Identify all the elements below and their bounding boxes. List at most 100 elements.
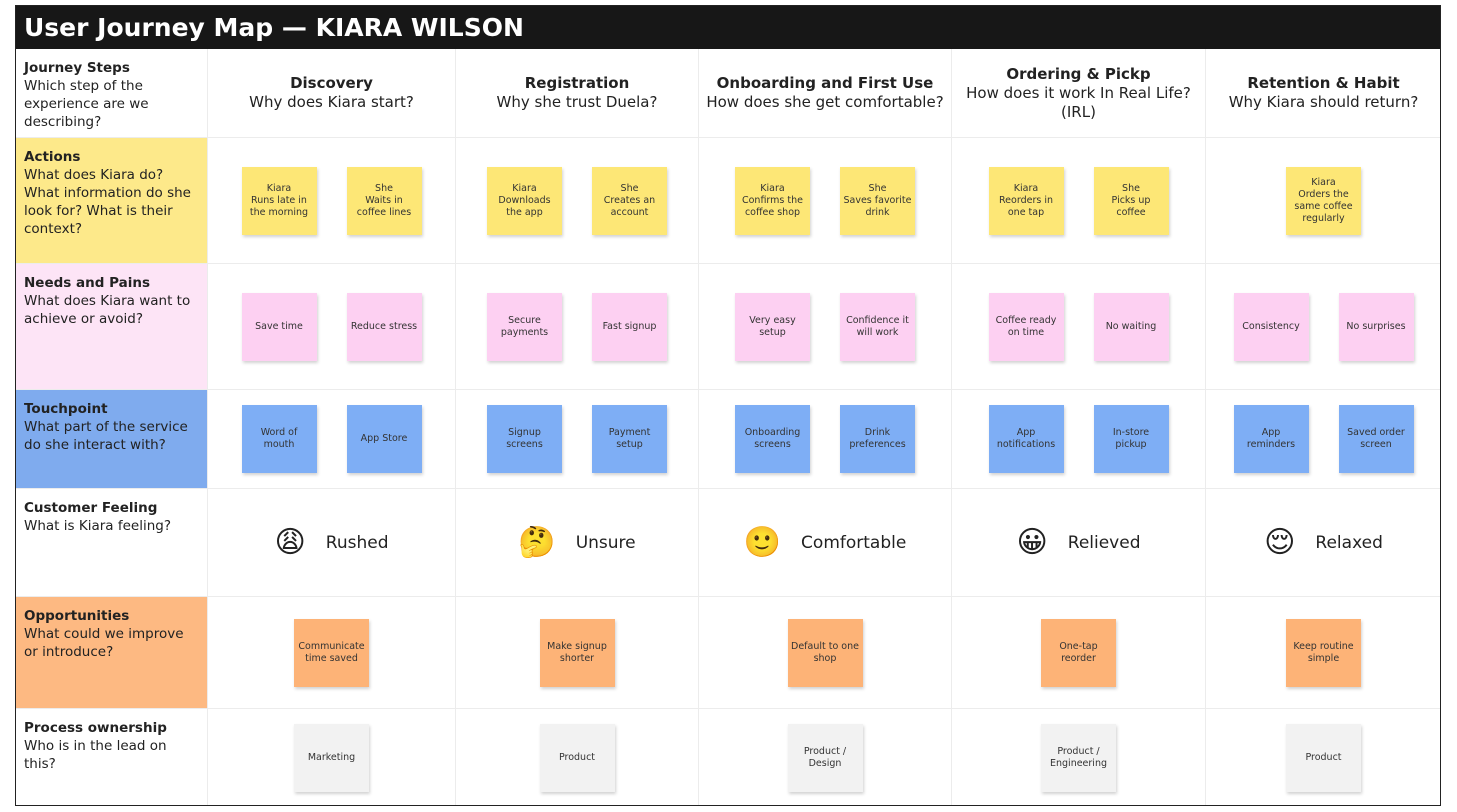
sticky-note-needs[interactable]: Consistency [1233,292,1309,361]
owner-cell: Product [456,709,699,805]
sticky-note-touchpoints[interactable]: Drink preferences [840,405,915,473]
sticky-note-opportunity[interactable]: Default to one shop [787,618,863,687]
feeling-label: Comfortable [801,532,907,553]
sticky-note-needs[interactable]: Fast signup [592,292,667,361]
touchpoints-cell: App reminders Saved order screen [1206,390,1440,489]
sticky-note-actions[interactable]: She Creates an account [592,166,667,235]
owner-cell: Product / Engineering [952,709,1206,805]
sticky-note-touchpoints[interactable]: Saved order screen [1338,405,1414,473]
sticky-note-actions[interactable]: She Waits in coffee lines [346,166,422,235]
sticky-note-touchpoints[interactable]: Onboarding screens [735,405,810,473]
row-label-description: What could we improve or introduce? [24,626,184,660]
row-label-description: What does Kiara want to achieve or avoid… [24,293,191,327]
row-label-description: Who is in the lead on this? [24,738,167,772]
stage-name: Retention & Habit [1247,74,1400,92]
owner-cell: Marketing [208,709,456,805]
opportunity-cell: One-tap reorder [952,597,1206,709]
sticky-note-opportunity[interactable]: Make signup shorter [539,618,615,687]
sticky-note-touchpoints[interactable]: In-store pickup [1093,405,1169,473]
row-label-description: What does Kiara do? What information do … [24,167,191,237]
sticky-note-actions[interactable]: Kiara Orders the same coffee regularly [1286,166,1361,235]
sticky-note-needs[interactable]: No waiting [1093,292,1169,361]
sticky-note-opportunity[interactable]: Keep routine simple [1286,618,1361,687]
stage-name: Registration [524,74,630,92]
sticky-note-actions[interactable]: She Saves favorite drink [840,166,915,235]
stage-question: Why Kiara should return? [1228,93,1419,111]
actions-cell: Kiara Reorders in one tap She Picks up co… [952,138,1206,264]
stage-question: How does it work In Real Life? (IRL) [966,83,1191,121]
touchpoints-cell: Onboarding screens Drink preferences [699,390,952,489]
row-label-title: Needs and Pains [24,275,151,291]
sticky-note-needs[interactable]: Coffee ready on time [988,292,1064,361]
sticky-note-touchpoints[interactable]: Word of mouth [241,405,317,473]
needs-cell: Save time Reduce stress [208,264,456,390]
sticky-note-needs[interactable]: No surprises [1338,292,1414,361]
feeling-cell: 😌 Relaxed [1206,489,1440,597]
row-label-title: Opportunities [24,608,130,624]
sticky-note-touchpoints[interactable]: App notifications [988,405,1064,473]
needs-cell: Very easy setup Confidence it will work [699,264,952,390]
stage-question: How does she get comfortable? [706,93,944,111]
feeling-cell: 🤔Unsure [456,489,699,597]
sticky-note-needs[interactable]: Reduce stress [346,292,422,361]
sticky-note-needs[interactable]: Very easy setup [735,292,810,361]
sticky-note-actions[interactable]: Kiara Reorders in one tap [988,166,1064,235]
sticky-note-needs[interactable]: Save time [241,292,317,361]
sticky-note-touchpoints[interactable]: App reminders [1233,405,1309,473]
feeling-emoji-icon: 😀 [1016,525,1048,560]
opportunity-cell: Make signup shorter [456,597,699,709]
stage-name: Discovery [290,74,373,92]
feeling-cell: 🙂 Comfortable [699,489,952,597]
sticky-note-actions[interactable]: She Picks up coffee [1093,166,1169,235]
row-label-description: What is Kiara feeling? [24,518,171,534]
sticky-note-actions[interactable]: Kiara Downloads the app [487,166,562,235]
sticky-note-touchpoints[interactable]: Payment setup [592,405,667,473]
opportunity-cell: Communicate time saved [208,597,456,709]
sticky-note-owner[interactable]: Product [1286,723,1361,792]
stage-name: Onboarding and First Use [716,74,934,92]
row-label-description: What part of the service do she interact… [24,419,188,453]
feeling-label: Relaxed [1315,532,1383,553]
row-label-title: Process ownership [24,720,167,736]
sticky-note-opportunity[interactable]: One-tap reorder [1041,618,1116,687]
sticky-note-actions[interactable]: Kiara Confirms the coffee shop [735,166,810,235]
opportunity-cell: Keep routine simple [1206,597,1440,709]
sticky-note-touchpoints[interactable]: Signup screens [487,405,562,473]
owner-cell: Product [1206,709,1440,805]
sticky-note-owner[interactable]: Product / Design [787,723,863,792]
actions-cell: Kiara Orders the same coffee regularly [1206,138,1440,264]
sticky-note-needs[interactable]: Confidence it will work [840,292,915,361]
board-title: User Journey Map — KIARA WILSON [16,6,1440,49]
sticky-note-actions[interactable]: Kiara Runs late in the morning [241,166,317,235]
sticky-note-owner[interactable]: Product [539,723,615,792]
stage-question: Why she trust Duela? [496,93,658,111]
owner-cell: Product / Design [699,709,952,805]
touchpoints-cell: Signup screens Payment setup [456,390,699,489]
feeling-label: Unsure [575,532,636,553]
stage-question: Why does Kiara start? [249,93,414,111]
feeling-emoji-icon: 🙂 [743,525,782,560]
feeling-emoji-icon: 😌 [1264,525,1296,560]
row-label-title: Actions [24,149,81,165]
actions-cell: Kiara Runs late in the morning She Waits … [208,138,456,264]
sticky-note-owner[interactable]: Marketing [294,723,369,792]
feeling-label: Rushed [325,532,389,553]
sticky-note-needs[interactable]: Secure payments [487,292,562,361]
sticky-note-owner[interactable]: Product / Engineering [1041,723,1116,792]
row-label-description: Which step of the experience are we desc… [24,78,149,130]
actions-cell: Kiara Downloads the app She Creates an ac… [456,138,699,264]
sticky-note-touchpoints[interactable]: App Store [346,405,422,473]
opportunity-cell: Default to one shop [699,597,952,709]
sticky-note-opportunity[interactable]: Communicate time saved [294,618,369,687]
